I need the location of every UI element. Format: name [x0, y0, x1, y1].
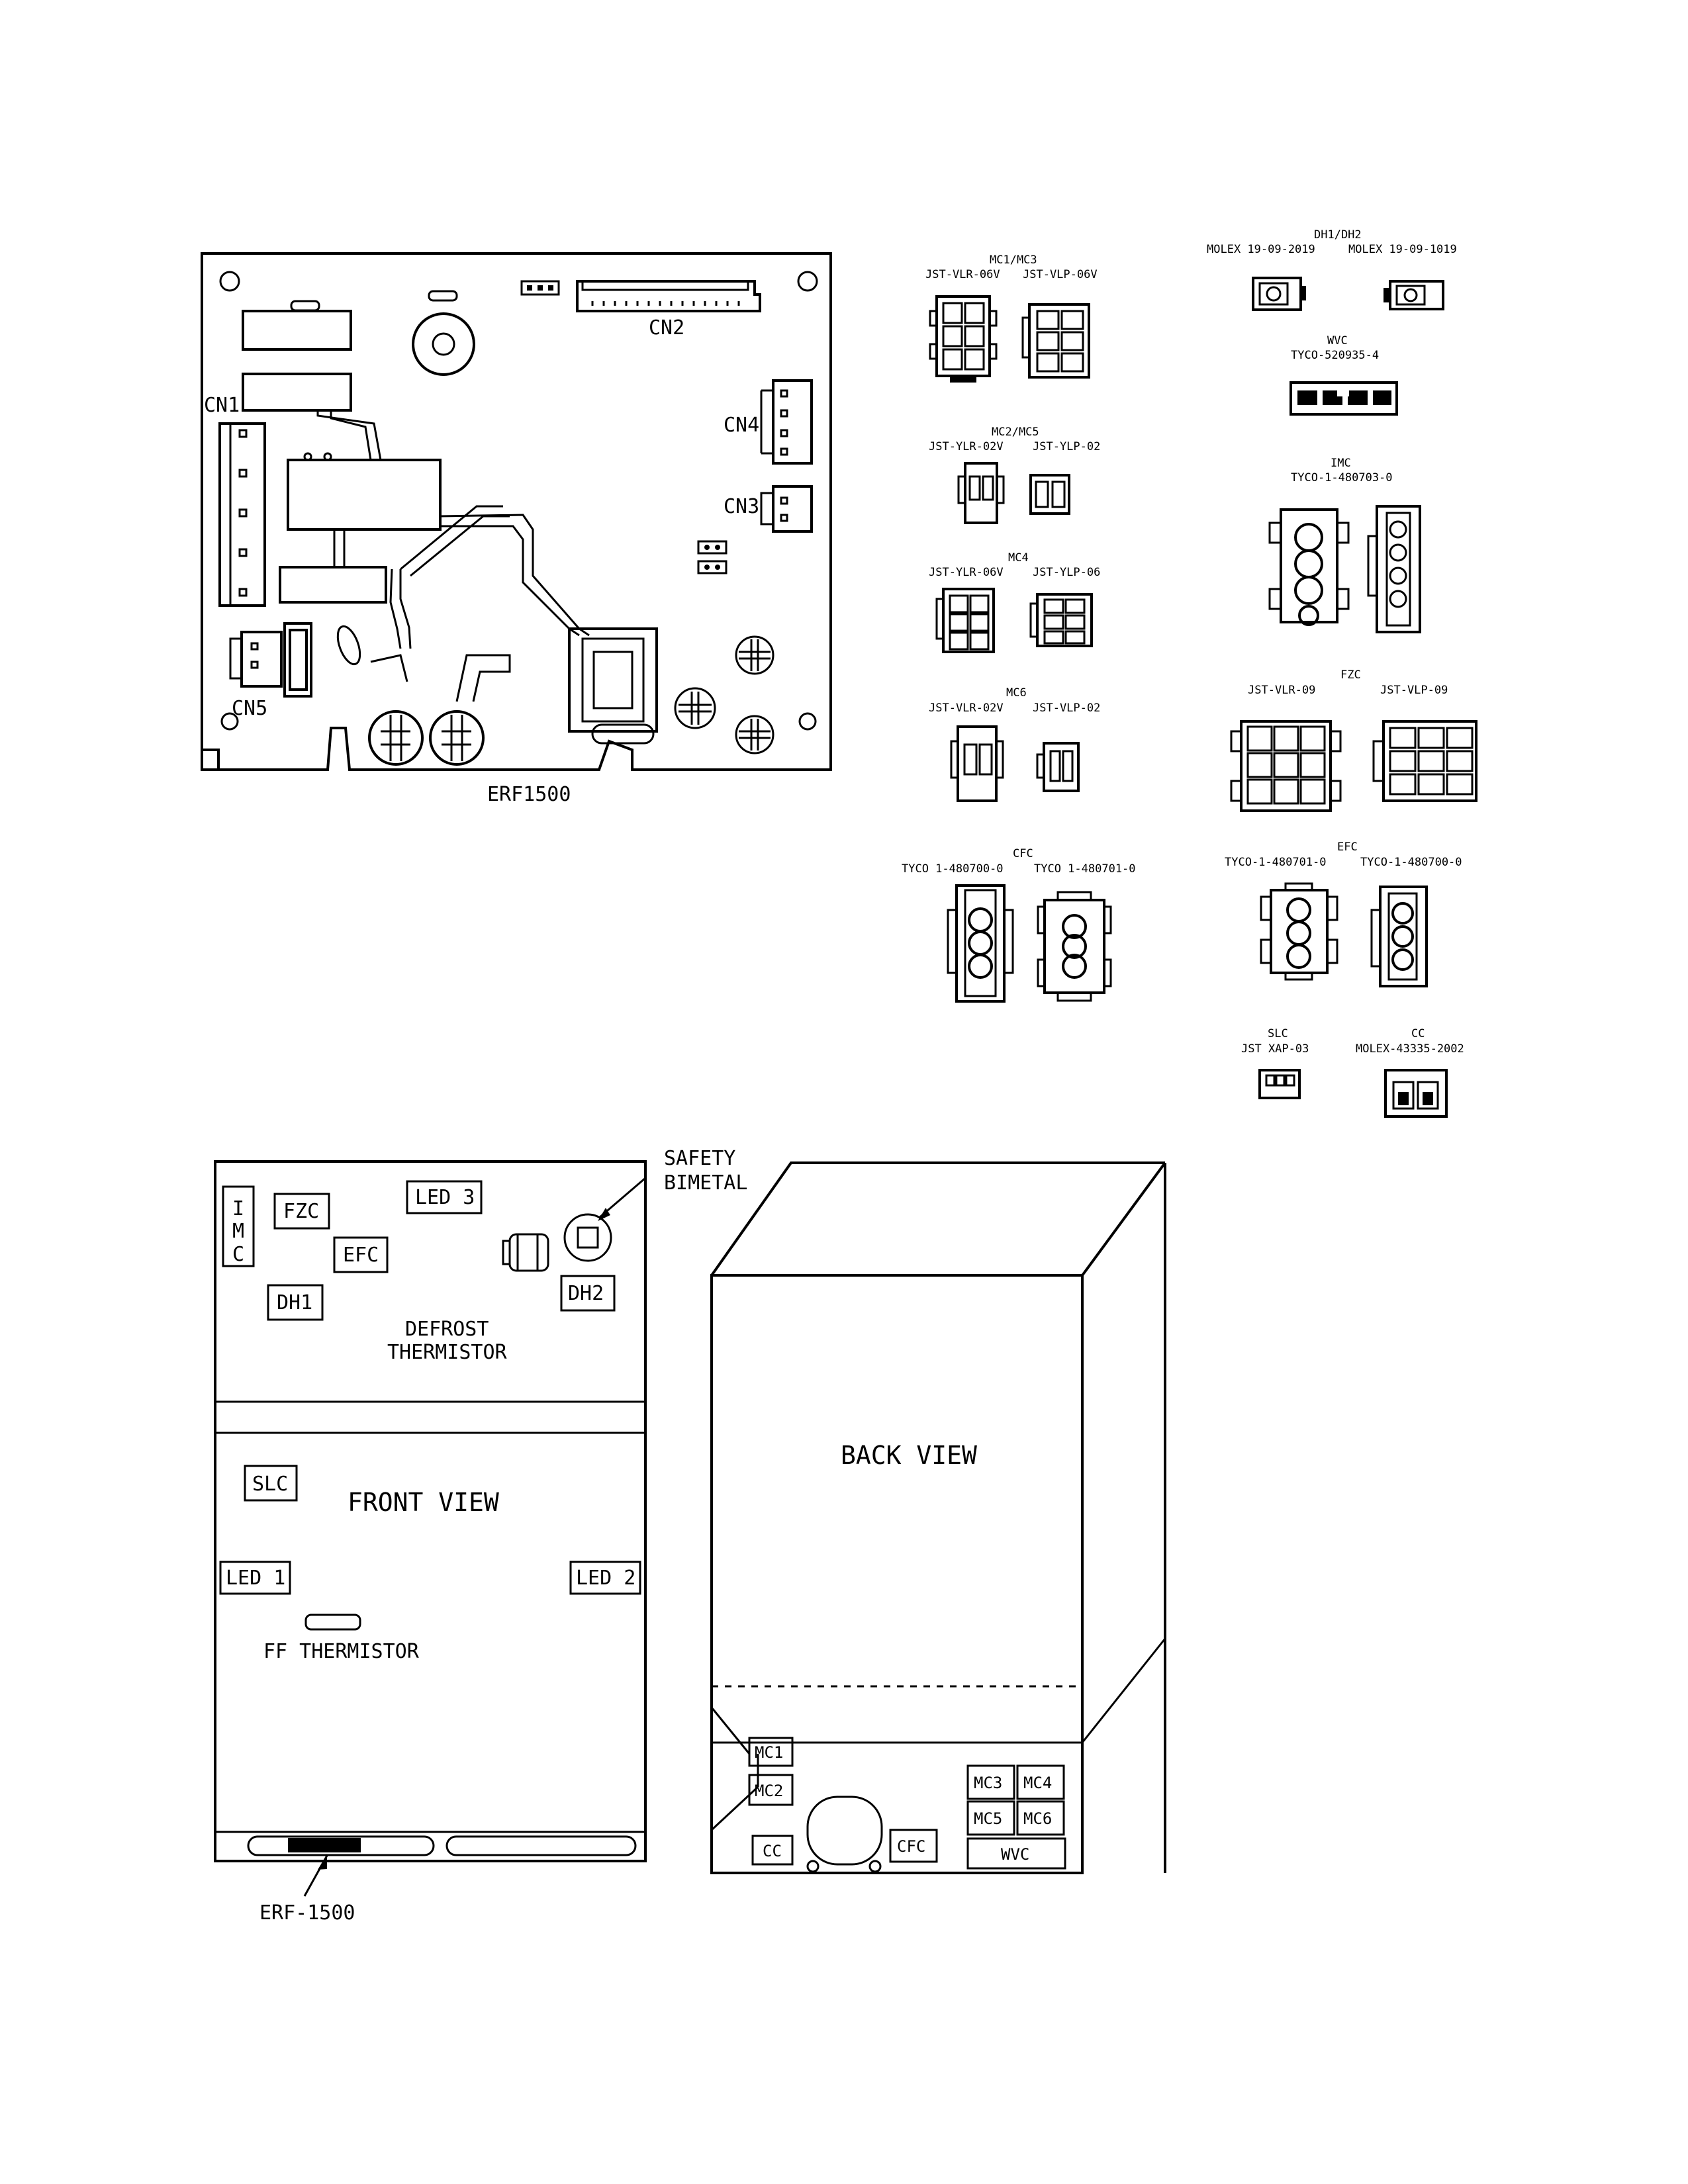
- front-fzc-label: FZC: [283, 1200, 319, 1223]
- wvc-part: TYCO-520935-4: [1291, 349, 1379, 362]
- mc2-mc5-title: MC2/MC5: [992, 426, 1039, 439]
- mc1-mc3-housing-left: [929, 295, 998, 383]
- imc-housing-right: [1367, 505, 1421, 633]
- cfc-title: CFC: [1013, 847, 1033, 860]
- dh-right-part: MOLEX 19-09-1019: [1348, 243, 1457, 256]
- mc2-mc5-housing-left: [957, 462, 1005, 524]
- cc-part: MOLEX-43335-2002: [1356, 1042, 1464, 1056]
- defrost-thermistor-line-1: DEFROST: [405, 1318, 489, 1341]
- slc-part: JST XAP-03: [1241, 1042, 1309, 1056]
- cfc-housing-left: [947, 884, 1014, 1003]
- efc-housing-left: [1260, 882, 1338, 981]
- front-view-title: FRONT VIEW: [348, 1488, 499, 1517]
- back-mc6-label: MC6: [1023, 1809, 1052, 1828]
- control-board: CN2 CN1 CN4: [201, 252, 832, 771]
- efc-housing-right: [1370, 886, 1428, 987]
- fzc-left-part: JST-VLR-09: [1248, 684, 1315, 697]
- wvc-housing: [1289, 381, 1398, 416]
- efc-right-part: TYCO-1-480700-0: [1360, 856, 1462, 869]
- compressor-icon: [806, 1796, 883, 1873]
- front-efc-label: EFC: [343, 1244, 379, 1267]
- connector-legend: MC1/MC3 JST-VLR-06V JST-VLP-06V MC2/MC5 …: [902, 228, 1477, 1118]
- imc-part: TYCO-1-480703-0: [1291, 471, 1393, 484]
- back-mc2-label: MC2: [755, 1782, 783, 1800]
- front-led3-label: LED 3: [415, 1186, 475, 1209]
- fzc-right-part: JST-VLP-09: [1380, 684, 1448, 697]
- cn1-label: CN1: [204, 394, 240, 417]
- mc4-right-part: JST-YLP-06: [1033, 566, 1100, 579]
- cn3-label: CN3: [724, 495, 759, 518]
- mc6-right-part: JST-VLP-02: [1033, 702, 1100, 715]
- defrost-thermistor-line-2: THERMISTOR: [387, 1341, 508, 1364]
- cn4-connector: [760, 379, 813, 465]
- fzc-housing-right: [1372, 720, 1477, 802]
- slc-housing: [1258, 1069, 1301, 1099]
- back-view: BACK VIEW MC1 MC2 MC3 MC4 MC5 MC6 WVC CC…: [710, 1161, 1166, 1874]
- back-mc4-label: MC4: [1023, 1774, 1052, 1792]
- dh-title: DH1/DH2: [1314, 228, 1362, 242]
- back-mc1-label: MC1: [755, 1743, 783, 1762]
- front-imc-letter-1: I: [232, 1197, 244, 1220]
- mc4-title: MC4: [1008, 551, 1029, 565]
- cfc-housing-right: [1037, 891, 1112, 1002]
- mc6-housing-right: [1036, 742, 1080, 792]
- cn2-label: CN2: [649, 316, 684, 340]
- mc6-housing-left: [950, 725, 1004, 802]
- cc-title: CC: [1411, 1027, 1425, 1040]
- fzc-title: FZC: [1340, 668, 1361, 682]
- cn3-connector: [760, 485, 813, 533]
- cn2-connector: [576, 280, 761, 312]
- mc6-title: MC6: [1006, 686, 1027, 700]
- mc6-left-part: JST-VLR-02V: [929, 702, 1004, 715]
- back-view-title: BACK VIEW: [841, 1441, 977, 1470]
- mc2-mc5-right-part: JST-YLP-02: [1033, 440, 1100, 453]
- front-imc-letter-2: M: [232, 1220, 244, 1243]
- front-led1-label: LED 1: [226, 1567, 285, 1590]
- dh-housing-right: [1383, 280, 1444, 310]
- board-name: ERF1500: [487, 783, 571, 806]
- mc2-mc5-housing-right: [1029, 474, 1070, 515]
- mc2-mc5-left-part: JST-YLR-02V: [929, 440, 1004, 453]
- back-wvc-label: WVC: [1001, 1845, 1029, 1864]
- front-dh1-label: DH1: [277, 1291, 312, 1314]
- front-led2-label: LED 2: [576, 1567, 635, 1590]
- efc-left-part: TYCO-1-480701-0: [1225, 856, 1327, 869]
- mc4-left-part: JST-YLR-06V: [929, 566, 1004, 579]
- cfc-right-part: TYCO 1-480701-0: [1034, 862, 1136, 876]
- fzc-housing-left: [1230, 720, 1342, 812]
- mc4-housing-right: [1029, 593, 1093, 647]
- mc4-housing-left: [935, 588, 995, 653]
- efc-title: EFC: [1337, 841, 1358, 854]
- front-dh2-label: DH2: [568, 1282, 604, 1305]
- cn4-label: CN4: [724, 414, 759, 437]
- safety-bimetal-line-2: BIMETAL: [664, 1171, 747, 1195]
- imc-title: IMC: [1331, 457, 1351, 470]
- erf-1500-label: ERF-1500: [259, 1901, 355, 1925]
- front-view: I M C FZC LED 3 EFC DH1 DH2 SAFETY BIMET…: [214, 1147, 747, 1925]
- ff-thermistor-label: FF THERMISTOR: [263, 1640, 420, 1663]
- back-cfc-label: CFC: [897, 1837, 925, 1856]
- front-slc-label: SLC: [252, 1473, 288, 1496]
- cfc-left-part: TYCO 1-480700-0: [902, 862, 1004, 876]
- wvc-title: WVC: [1327, 334, 1348, 347]
- cn5-label: CN5: [232, 697, 267, 720]
- cc-housing: [1384, 1069, 1448, 1118]
- dh-left-part: MOLEX 19-09-2019: [1207, 243, 1315, 256]
- mc1-mc3-left-part: JST-VLR-06V: [925, 268, 1000, 281]
- cn1-connector: [218, 422, 266, 607]
- back-cc-label: CC: [763, 1842, 782, 1860]
- safety-bimetal-line-1: SAFETY: [664, 1147, 735, 1170]
- defrost-thermistor-part: [502, 1233, 549, 1272]
- back-mc3-label: MC3: [974, 1774, 1002, 1792]
- mc1-mc3-title: MC1/MC3: [990, 253, 1037, 267]
- imc-housing-left: [1268, 508, 1350, 626]
- mc1-mc3-right-part: JST-VLP-06V: [1023, 268, 1098, 281]
- cn5-connector: [229, 631, 283, 688]
- front-imc-letter-3: C: [232, 1243, 244, 1266]
- mc1-mc3-housing-right: [1021, 303, 1090, 379]
- slc-title: SLC: [1268, 1027, 1288, 1040]
- back-mc5-label: MC5: [974, 1809, 1002, 1828]
- dh-housing-left: [1252, 277, 1306, 311]
